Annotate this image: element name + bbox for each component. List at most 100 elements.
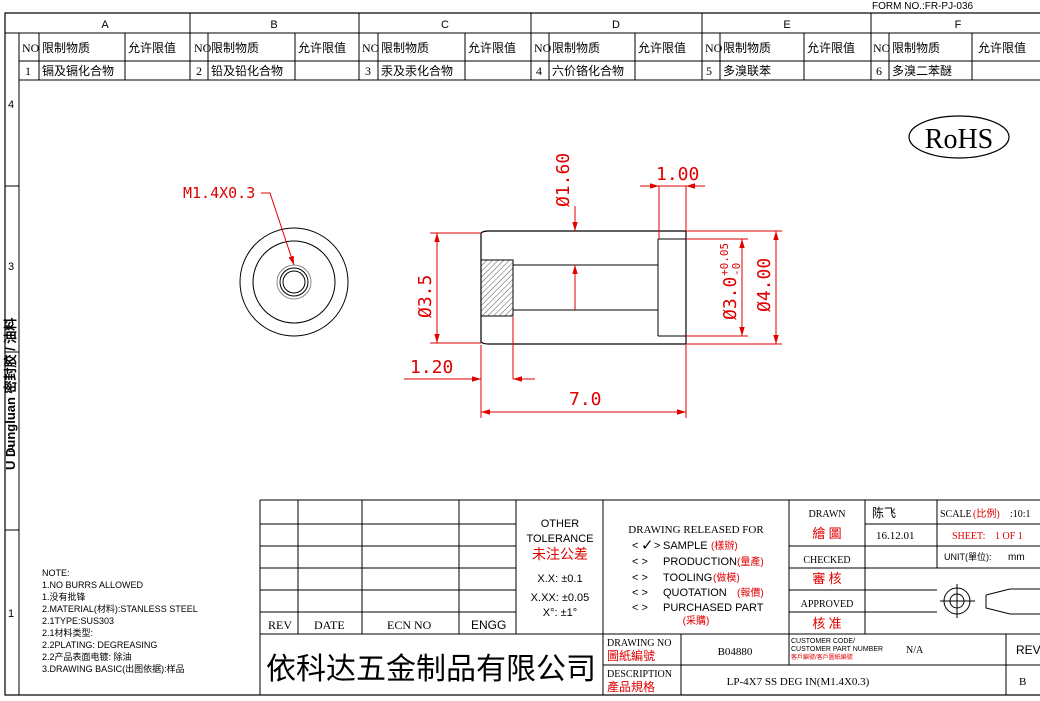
rohs-logo-text: RoHS	[925, 124, 993, 155]
dim-d30-tol-minus: -0	[730, 263, 743, 276]
tolerance-title-cn: 未注公差	[532, 547, 588, 563]
release-sample-marker: <	[632, 540, 638, 552]
release-quotation-marker: < >	[632, 587, 648, 599]
description-value: LP-4X7 SS DEG IN(M1.4X0.3)	[727, 676, 870, 688]
drawing-number-block: DRAWING NO 圖紙編號 B04880 DESCRIPTION 產品規格 …	[607, 638, 870, 694]
drawing-no-value: B04880	[718, 646, 753, 658]
side-stamp-text: U Dungluan 密封胶 / 油料	[3, 318, 18, 470]
company-name: 依科达五金制品有限公司	[266, 653, 596, 686]
column-letter-b: B	[270, 19, 277, 31]
release-quotation-label: QUOTATION	[663, 587, 727, 599]
tolerance-deg: X°: ±1°	[543, 607, 577, 619]
dimensions	[404, 183, 782, 418]
substance-6-no: 6	[876, 64, 882, 78]
substance-3-name: 汞及汞化合物	[381, 63, 453, 78]
substance-1-no: 1	[25, 64, 31, 78]
hdr-no-5: NO	[705, 41, 723, 55]
hdr-limit-6: 允许限值	[978, 40, 1026, 55]
date-col-header: DATE	[314, 618, 345, 632]
sheet-border	[4, 12, 1040, 696]
substance-4-name: 六价铬化合物	[552, 63, 624, 78]
unit-label: UNIT(單位):	[944, 551, 992, 562]
approved-label: APPROVED	[801, 599, 854, 610]
note-line-7: 2.2PLATING: DEGREASING	[42, 640, 157, 650]
dim-len120: 1.20	[410, 357, 453, 378]
drawing-no-label-cn: 圖紙編號	[607, 648, 655, 663]
note-line-5: 2.1TYPE:SUS303	[42, 616, 114, 626]
customer-code-line2: CUSTOMER PART NUMBER	[791, 646, 883, 653]
tolerance-xx: X.XX: ±0.05	[531, 592, 590, 604]
substance-5-name: 多溴联苯	[723, 64, 771, 78]
release-tooling-cn: (做模)	[713, 571, 740, 584]
substance-1-name: 镉及镉化合物	[42, 63, 114, 78]
customer-code-line1: CUSTOMER CODE/	[791, 638, 855, 645]
row-number-3: 3	[8, 261, 14, 273]
row-number-1: 1	[8, 608, 14, 620]
hdr-limit-3: 允许限值	[468, 40, 516, 55]
dim-len100: 1.00	[656, 164, 699, 185]
release-sample-label: SAMPLE	[663, 540, 708, 552]
dim-d400: Ø4.00	[754, 258, 775, 312]
release-quotation-cn: (報價)	[737, 586, 764, 599]
release-production-label: PRODUCTION	[663, 556, 737, 568]
side-view	[480, 230, 687, 345]
description-label: DESCRIPTION	[607, 669, 672, 680]
substance-2-name: 铅及铅化合物	[211, 63, 283, 78]
hdr-limit-5: 允许限值	[807, 40, 855, 55]
hdr-limit-2: 允许限值	[298, 40, 346, 55]
checkmark-icon: ✓	[641, 537, 654, 554]
column-letter-f: F	[955, 19, 962, 31]
tolerance-block: OTHER TOLERANCE 未注公差 X.X: ±0.1 X.XX: ±0.…	[526, 518, 593, 619]
approved-label-cn: 核 准	[812, 616, 841, 631]
revision-table: REV DATE ECN NO ENGG	[268, 618, 506, 632]
hdr-no-2: NO	[194, 41, 212, 55]
sheet-label: SHEET:	[952, 531, 985, 542]
scale-sheet-unit: SCALE (比例) :10:1 SHEET: 1 OF 1 UNIT(單位):…	[940, 507, 1031, 563]
customer-code-line3: 客戶編號/客戶圖紙編號	[791, 653, 853, 661]
substance-3-no: 3	[365, 64, 371, 78]
hdr-substance-5: 限制物质	[723, 41, 771, 55]
title-block	[259, 499, 1040, 695]
checked-label-cn: 審 核	[812, 571, 841, 586]
signoff-block: DRAWN 繪 圖 CHECKED 審 核 APPROVED 核 准	[801, 509, 854, 631]
dim-d30-tol-plus: +0.05	[718, 243, 731, 276]
column-letters: A B C D E F	[101, 19, 961, 31]
dimension-labels: Ø1.60 1.00 Ø3.5 Ø3.0 +0.05 -0 Ø4.00 1.20…	[410, 153, 775, 410]
row-number-4: 4	[8, 99, 14, 111]
dim-d35: Ø3.5	[415, 275, 436, 318]
tolerance-title-1: OTHER	[541, 518, 580, 530]
release-sample-cn: (樣辦)	[711, 539, 738, 552]
hdr-substance-2: 限制物质	[211, 41, 259, 55]
release-purchased-label: PURCHASED PART	[663, 602, 764, 614]
rev-box-label: REV	[1016, 643, 1040, 657]
drawn-label: DRAWN	[809, 509, 846, 520]
column-letter-d: D	[612, 19, 620, 31]
tolerance-x: X.X: ±0.1	[537, 573, 582, 585]
substance-4-no: 4	[536, 64, 542, 78]
substance-6-name: 多溴二苯醚	[892, 64, 952, 78]
customer-code-block: CUSTOMER CODE/ CUSTOMER PART NUMBER 客戶編號…	[791, 638, 924, 661]
hdr-limit-4: 允许限值	[638, 40, 686, 55]
hdr-no-6: NO	[873, 41, 891, 55]
column-dividers	[189, 13, 872, 80]
substance-2-no: 2	[196, 64, 202, 78]
row-numbers: 4 3 2 1	[8, 99, 14, 620]
hdr-no-4: NO	[534, 41, 552, 55]
column-letter-a: A	[101, 19, 109, 31]
row-zone-markers	[5, 185, 19, 531]
rohs-logo	[908, 115, 1010, 159]
ecn-col-header: ECN NO	[387, 618, 432, 632]
column-letter-c: C	[441, 19, 449, 31]
note-line-4: 2.MATERIAL(材料):STANLESS STEEL	[42, 603, 198, 614]
drawn-date: 16.12.01	[876, 530, 915, 542]
note-line-1: NOTE:	[42, 568, 70, 578]
dim-d30: Ø3.0	[720, 277, 741, 320]
rev-col-header: REV	[268, 618, 292, 632]
dim-len70: 7.0	[569, 389, 602, 410]
hdr-no-3: NO	[362, 41, 380, 55]
scale-label: SCALE	[940, 509, 972, 520]
thread-callout-text: M1.4X0.3	[183, 184, 255, 202]
release-sample-arrow: >	[654, 540, 660, 552]
hdr-substance-1: 限制物质	[42, 41, 90, 55]
